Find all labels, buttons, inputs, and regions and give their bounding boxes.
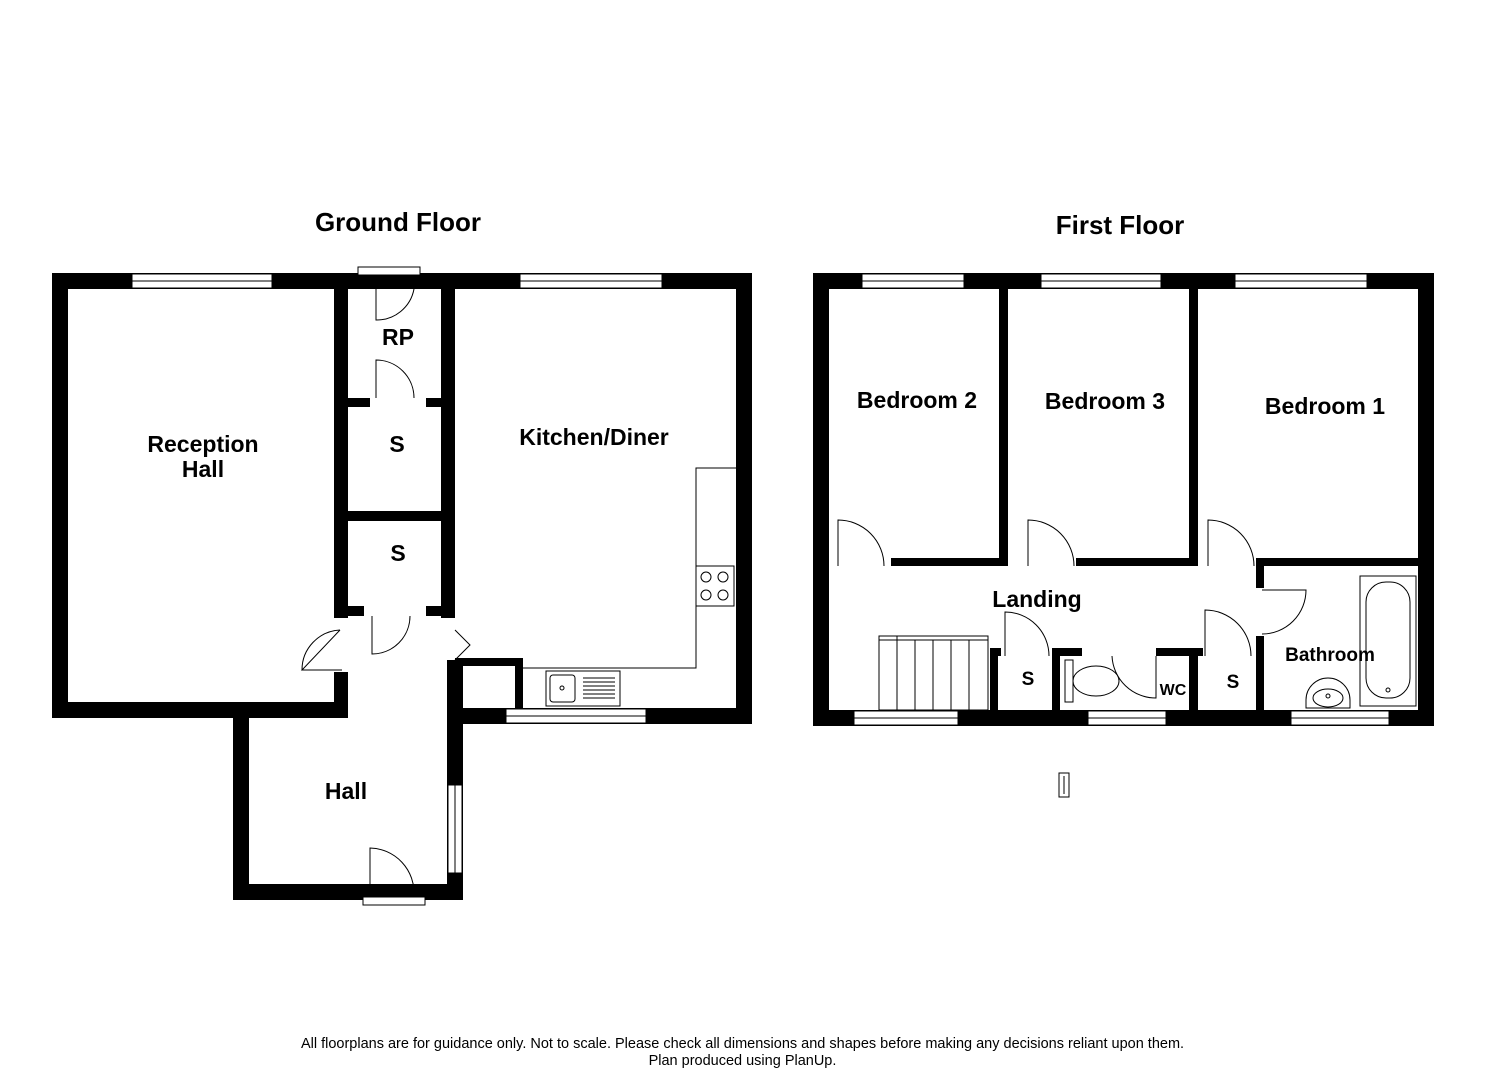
rp-label: RP: [382, 324, 414, 350]
bathroom-door-swing: [1261, 589, 1307, 635]
store-upper-label: S: [389, 431, 404, 457]
ground-floor-walls: [52, 273, 752, 900]
bedroom-1-label: Bedroom 1: [1265, 393, 1385, 419]
ground-floor-title: Ground Floor: [315, 207, 481, 237]
bedroom-2-door-swing: [837, 519, 885, 567]
first-floor-windows: [853, 273, 1390, 726]
landing-label: Landing: [992, 586, 1081, 612]
reception-hall-label: Reception: [147, 431, 258, 457]
credit-line: Plan produced using PlanUp.: [648, 1053, 837, 1069]
kitchen-door-swing: [454, 629, 471, 661]
first-floor-plan: First Floor: [813, 210, 1434, 798]
wc-door-swing: [1111, 655, 1157, 699]
ground-floor-windows: [131, 266, 663, 906]
first-floor-doors: [837, 519, 1307, 699]
bath-icon: [1359, 575, 1417, 707]
store-right-door-swing: [1204, 609, 1252, 657]
store-right-label: S: [1227, 672, 1240, 693]
reception-hall-label-line2: Hall: [182, 456, 224, 482]
front-door-frame: [362, 896, 426, 906]
basin-icon: [1305, 677, 1351, 709]
bedroom-2-label: Bedroom 2: [857, 387, 977, 413]
bedroom-3-door-swing: [1027, 519, 1075, 567]
rp-door-frame: [357, 266, 421, 276]
kitchen-fittings: [523, 467, 736, 707]
hall-label: Hall: [325, 778, 367, 804]
ground-floor-doors: [300, 288, 471, 896]
disclaimer-line: All floorplans are for guidance only. No…: [300, 1036, 1185, 1052]
sanitary-fittings: [1064, 575, 1417, 709]
bedroom-3-label: Bedroom 3: [1045, 388, 1165, 414]
store-left-label: S: [1022, 669, 1035, 690]
store-left-door-swing: [1004, 611, 1050, 657]
hall-store-door-swing: [371, 615, 411, 655]
front-door-swing: [369, 847, 415, 896]
wc-label: WC: [1160, 682, 1187, 699]
bedroom-1-door-swing: [1207, 519, 1255, 567]
sink-icon: [545, 670, 621, 707]
staircase: [878, 635, 989, 711]
kitchen-diner-label: Kitchen/Diner: [519, 424, 669, 450]
ground-floor-plan: Ground Floor: [52, 207, 752, 906]
reception-door-swing: [300, 629, 342, 671]
store-upper-door-swing: [375, 359, 415, 399]
bathroom-label: Bathroom: [1285, 645, 1375, 666]
store-lower-label: S: [390, 540, 405, 566]
first-floor-title: First Floor: [1056, 210, 1185, 240]
hob-icon: [695, 565, 735, 607]
toilet-icon: [1064, 659, 1074, 703]
rp-door-swing: [375, 288, 415, 321]
